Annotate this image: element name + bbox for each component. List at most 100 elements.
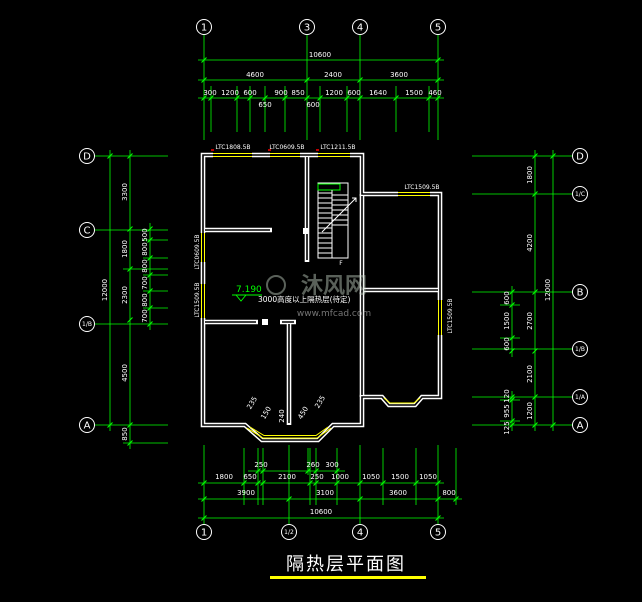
window-label: LTC1509.5B — [447, 298, 454, 333]
dimension-text: 300 — [325, 461, 338, 469]
dimension-tick — [201, 77, 207, 83]
axis-label: B — [577, 288, 584, 299]
axis-bubble-bottom-5: 5 — [430, 524, 446, 540]
top-dimension-texts: 10600 4600 2400 3600 300 1200 600 900 85… — [203, 51, 441, 109]
dimension-text: 3300 — [121, 183, 129, 201]
dimension-tick — [201, 57, 207, 63]
dimension-tick — [453, 496, 459, 502]
dimension-tick — [334, 480, 340, 486]
axis-bubble-right-1b: 1/B — [572, 341, 588, 357]
drawing-title-block: 隔热层平面图 — [270, 554, 426, 579]
axis-circle — [572, 186, 588, 202]
dimension-tick — [532, 348, 538, 354]
dimension-tick — [380, 480, 386, 486]
dimension-text: 240 — [278, 409, 286, 422]
dimension-tick — [147, 255, 153, 261]
dimension-tick — [127, 266, 133, 272]
dimension-tick — [127, 153, 133, 159]
dimension-tick — [413, 480, 419, 486]
dimension-text: 650 — [243, 473, 256, 481]
axis-bubble-left-d: D — [79, 148, 95, 164]
dimension-text: 3600 — [389, 489, 407, 497]
dimension-text: 1200 — [221, 89, 239, 97]
dimension-text: 1200 — [526, 402, 534, 420]
axis-label: 1/B — [575, 346, 585, 353]
dimension-tick — [532, 289, 538, 295]
dimension-tick — [107, 422, 113, 428]
dimension-tick — [509, 348, 515, 354]
window-top — [213, 153, 350, 157]
dimension-text: 850 — [291, 89, 304, 97]
right-dimension-lines — [472, 150, 572, 431]
axis-label: A — [84, 421, 91, 432]
dimension-tick — [304, 77, 310, 83]
axis-label: 1 — [201, 23, 207, 34]
axis-label: 3 — [304, 23, 310, 34]
dimension-text: 1800 — [121, 240, 129, 258]
dimension-text: 1000 — [331, 473, 349, 481]
dimension-tick — [307, 480, 313, 486]
axis-bubble-right-b: B — [572, 284, 588, 300]
axis-bubble-left-a: A — [79, 417, 95, 433]
dimension-text: 150 — [259, 405, 273, 421]
dimension-tick — [147, 288, 153, 294]
dimension-tick — [357, 496, 363, 502]
dimension-tick — [435, 515, 441, 521]
dimension-text: 700 — [141, 276, 149, 289]
bay-dimension-texts: 235 150 240 450 235 — [245, 394, 327, 422]
dimension-tick — [147, 305, 153, 311]
axis-label: 5 — [435, 23, 441, 34]
axis-bubble-right-a: A — [572, 417, 588, 433]
right-axis-bubbles: D 1/C B 1/B 1/A A — [572, 148, 588, 433]
axis-bubble-top-1: 1 — [196, 19, 212, 35]
dimension-tick — [305, 468, 311, 474]
axis-circle — [281, 524, 297, 540]
window-label: LTC0609.5B — [194, 234, 201, 269]
dimension-tick — [201, 95, 207, 101]
watermark-url: www.mfcad.com — [297, 309, 371, 319]
dimension-tick — [241, 480, 247, 486]
dimension-text: 1500 — [405, 89, 423, 97]
window-label: LTC0609.5B — [269, 144, 304, 151]
dimension-tick — [282, 95, 288, 101]
dimension-text: 1800 — [215, 473, 233, 481]
dimension-tick — [147, 272, 153, 278]
dimension-tick — [532, 394, 538, 400]
dimension-text: 1500 — [391, 473, 409, 481]
dimension-tick — [147, 237, 153, 243]
insulation-note: 3000高度以上隔热层(待定) — [258, 294, 351, 304]
bottom-dimension-lines — [198, 445, 462, 524]
axis-circle — [430, 19, 446, 35]
dimension-tick — [127, 422, 133, 428]
dimension-tick — [435, 95, 441, 101]
watermark: 沐风网 www.mfcad.com — [266, 274, 371, 319]
dimension-tick — [509, 394, 515, 400]
dimension-tick — [107, 153, 113, 159]
dimension-tick — [262, 95, 268, 101]
axis-circle — [572, 341, 588, 357]
dimension-text: 4500 — [121, 364, 129, 382]
dimension-tick — [532, 153, 538, 159]
dimension-tick — [127, 440, 133, 446]
drawing-title: 隔热层平面图 — [286, 554, 406, 575]
dimension-text: 300 — [203, 89, 216, 97]
axis-circle — [352, 524, 368, 540]
dimension-text: 700 — [141, 309, 149, 322]
window-left — [201, 233, 205, 318]
bottom-axis-bubbles: 1 1/2 4 5 — [196, 524, 446, 540]
dimension-text: 600 — [306, 101, 319, 109]
axis-label: D — [83, 152, 91, 163]
annotations: 7.190 3000高度以上隔热层(待定) — [232, 285, 351, 304]
top-dimension-lines — [198, 35, 444, 140]
bottom-dimension-texts: 250 260 300 1800 650 2100 250 1000 1050 … — [215, 461, 456, 516]
axis-label: 1 — [201, 528, 207, 539]
watermark-brand: 沐风网 — [301, 274, 367, 299]
axis-label: C — [84, 226, 91, 237]
dimension-text: 3900 — [237, 489, 255, 497]
dimension-tick — [260, 480, 266, 486]
dimension-tick — [435, 496, 441, 502]
left-dimension-lines — [95, 150, 168, 449]
dimension-text: 450 — [296, 405, 310, 421]
dimension-text: 1800 — [526, 166, 534, 184]
dimension-tick — [234, 95, 240, 101]
